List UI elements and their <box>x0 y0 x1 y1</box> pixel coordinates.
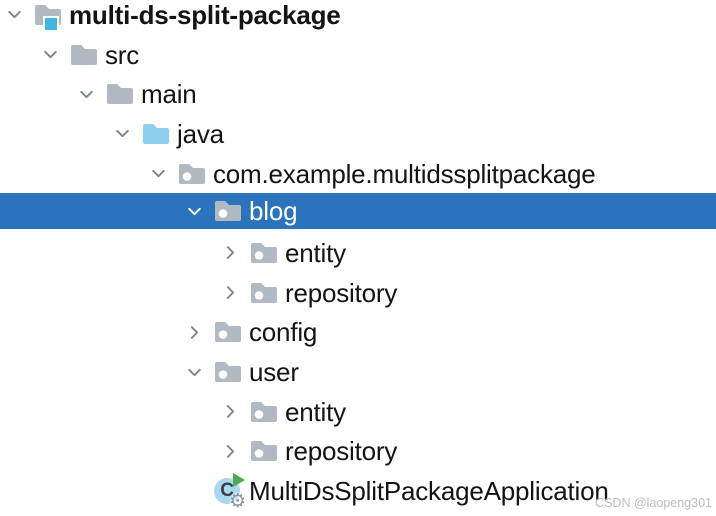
tree-item-entity[interactable]: entity <box>0 233 716 273</box>
chevron-right-icon[interactable] <box>186 324 203 341</box>
watermark: CSDN @laopeng301 <box>595 496 712 510</box>
folder-icon <box>70 41 98 69</box>
gear-icon: ⚙ <box>229 490 246 513</box>
chevron-right-icon[interactable] <box>222 403 239 420</box>
chevron-spacer <box>186 483 203 500</box>
tree-item-src[interactable]: src <box>0 35 716 75</box>
tree-item-blog[interactable]: blog <box>0 193 716 234</box>
tree-item-label: MultiDsSplitPackageApplication <box>249 476 609 507</box>
tree-item-label: repository <box>285 436 398 467</box>
source-folder-icon <box>142 120 170 148</box>
tree-item-label: java <box>177 118 224 149</box>
tree-item-label: blog <box>249 196 298 227</box>
package-icon <box>250 398 278 426</box>
chevron-down-icon[interactable] <box>42 46 59 63</box>
tree-item-com-example-multidssplitpackage[interactable]: com.example.multidssplitpackage <box>0 154 716 194</box>
tree-item-label: entity <box>285 237 346 268</box>
tree-item-user[interactable]: user <box>0 352 716 392</box>
chevron-down-icon[interactable] <box>150 165 167 182</box>
tree-item-multi-ds-split-package[interactable]: multi-ds-split-package <box>0 0 716 35</box>
project-badge <box>43 15 59 32</box>
package-icon <box>178 160 206 188</box>
folder-icon <box>106 80 134 108</box>
package-icon <box>250 437 278 465</box>
tree-item-label: multi-ds-split-package <box>69 0 341 30</box>
chevron-down-icon[interactable] <box>6 6 23 23</box>
chevron-down-icon[interactable] <box>78 86 95 103</box>
project-folder-icon <box>34 1 62 32</box>
tree-item-label: src <box>105 39 140 70</box>
package-icon <box>214 318 242 346</box>
tree-item-label: main <box>141 79 197 110</box>
chevron-right-icon[interactable] <box>222 284 239 301</box>
chevron-down-icon[interactable] <box>186 203 203 220</box>
tree-item-multidssplitpackageapplication[interactable]: C⚙MultiDsSplitPackageApplication <box>0 471 716 511</box>
run-arrow-icon <box>233 473 245 488</box>
tree-item-main[interactable]: main <box>0 74 716 114</box>
tree-item-entity[interactable]: entity <box>0 392 716 432</box>
package-icon <box>214 197 242 225</box>
tree-item-label: user <box>249 357 299 388</box>
chevron-down-icon[interactable] <box>114 125 131 142</box>
tree-item-label: com.example.multidssplitpackage <box>213 158 596 189</box>
tree-item-repository[interactable]: repository <box>0 273 716 313</box>
package-icon <box>250 279 278 307</box>
tree-item-config[interactable]: config <box>0 313 716 353</box>
tree-item-label: entity <box>285 396 346 427</box>
chevron-right-icon[interactable] <box>222 244 239 261</box>
package-icon <box>250 239 278 267</box>
chevron-right-icon[interactable] <box>222 443 239 460</box>
package-icon <box>214 358 242 386</box>
tree-item-label: repository <box>285 277 398 308</box>
chevron-down-icon[interactable] <box>186 364 203 381</box>
tree-item-java[interactable]: java <box>0 114 716 154</box>
tree-item-repository[interactable]: repository <box>0 432 716 472</box>
tree-item-label: config <box>249 317 318 348</box>
boot-class-icon: C⚙ <box>214 473 246 511</box>
